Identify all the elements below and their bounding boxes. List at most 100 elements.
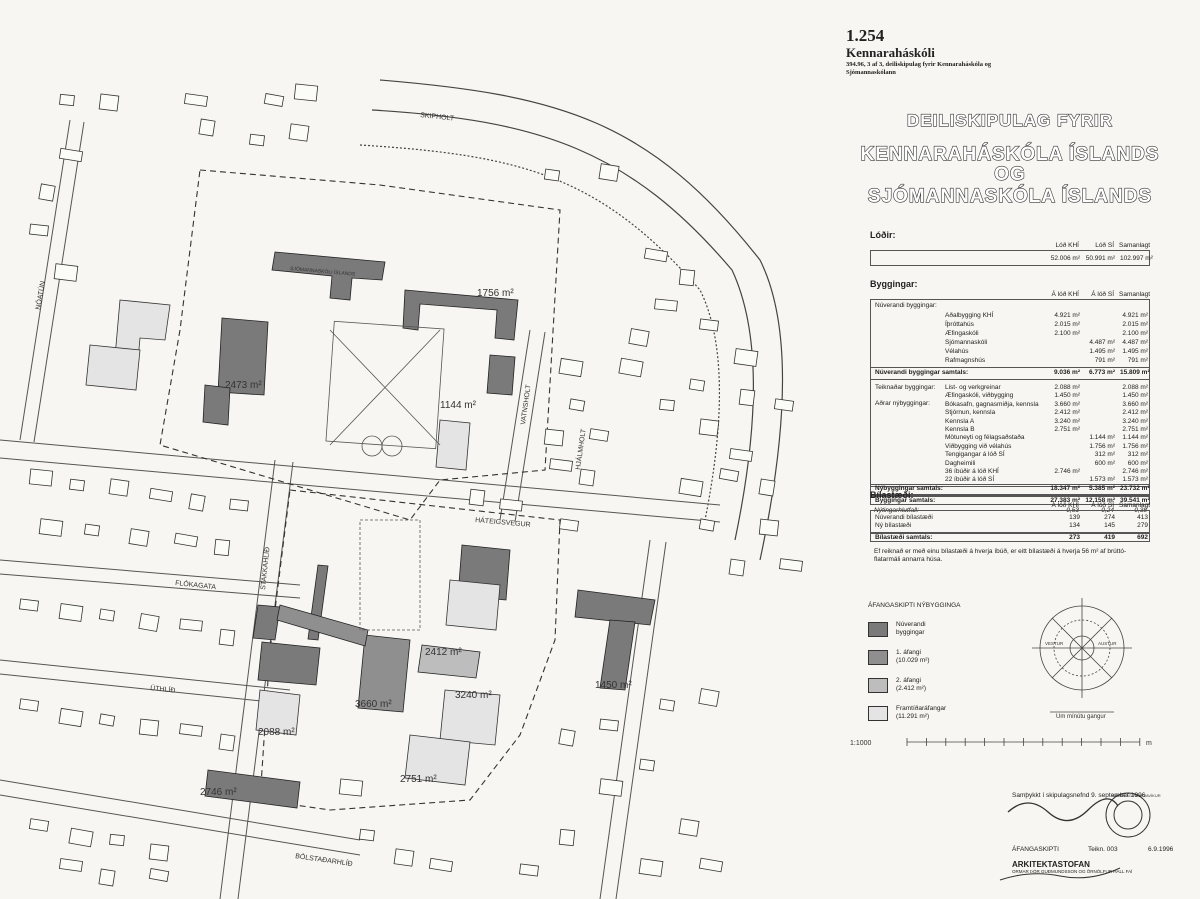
house	[188, 493, 206, 512]
cell: 18.347 m²	[1050, 485, 1080, 492]
cell: 145	[1104, 522, 1115, 529]
cell: 27.383 m²	[1050, 497, 1080, 504]
house	[263, 93, 285, 107]
legend-item-label: Framtíðaráfangar(11.291 m²)	[896, 705, 947, 720]
site-boundary	[159, 169, 561, 811]
house	[558, 828, 576, 847]
house	[468, 488, 486, 507]
grand-total-row: Byggingar samtals: 27.383 m² 12.158 m² 3…	[875, 497, 1150, 505]
firm-name: ARKITEKTASTOFAN	[1012, 860, 1090, 869]
house	[718, 468, 740, 482]
parking-heading: Bílastæði:	[870, 490, 914, 500]
house	[38, 183, 56, 202]
area-label: 3240 m²	[455, 690, 492, 701]
cell: 50.991 m²	[1085, 255, 1115, 262]
col-header: Samanlagt	[1119, 242, 1151, 249]
cell: 3.240 m²	[1054, 417, 1080, 425]
compass-west: VESTUR	[1045, 641, 1064, 646]
cell: 3.240 m²	[1122, 417, 1148, 425]
house	[558, 357, 584, 378]
col-header: Samanlagt	[1119, 502, 1151, 509]
cell: 134	[1069, 522, 1080, 529]
lots-table: 52.006 m² 50.991 m² 102.997 m²	[870, 250, 1153, 266]
house	[179, 723, 203, 737]
house	[698, 688, 720, 707]
other-label-row: Aðrar nýbyggingar:	[875, 400, 1145, 408]
house	[578, 468, 596, 487]
house	[138, 613, 160, 632]
row-label: Aðrar nýbyggingar:	[875, 400, 930, 407]
cell: 312 m²	[1127, 451, 1148, 459]
buildings-section: Byggingar: Á lóð KHÍ Á lóð SÍ Samanlagt …	[870, 279, 1150, 514]
cell: 2.751 m²	[1122, 426, 1148, 433]
house	[98, 608, 116, 622]
house	[598, 163, 620, 182]
row-label: Núverandi byggingar:	[875, 302, 937, 309]
scale-bar: 1:1000 m	[850, 738, 1152, 747]
house	[519, 863, 539, 877]
house	[58, 147, 84, 163]
house	[183, 93, 209, 107]
cell: 1.495 m²	[1089, 348, 1115, 355]
area-label: 1450 m²	[595, 680, 632, 691]
title-line-2: KENNARAHÁSKÓLA ÍSLANDS	[861, 143, 1160, 165]
cell: 12.158 m²	[1085, 497, 1115, 504]
row-label: Núverandi bílastæði	[875, 514, 933, 521]
house	[293, 83, 319, 102]
cell: 23.732 m²	[1120, 485, 1150, 492]
cell: 2.088 m²	[1054, 384, 1080, 391]
row-label: Dagheimili	[945, 459, 976, 467]
row-label: Aðalbygging KHÍ	[945, 312, 994, 319]
house	[109, 833, 125, 847]
house	[698, 857, 724, 873]
firm-partners: ORMAR ÞÓR GUÐMUNDSSON OG ÖRNÓLFUR HALL F…	[1012, 869, 1133, 874]
plan-title: DEILISKIPULAG FYRIR KENNARAHÁSKÓLA ÍSLAN…	[860, 110, 1160, 207]
row-label: 22 íbúðir á lóð SÍ	[945, 476, 995, 484]
house	[728, 558, 746, 577]
house	[98, 93, 120, 112]
house	[58, 707, 84, 728]
cell: 2.746 m²	[1122, 468, 1148, 475]
cell: 4.921 m²	[1122, 312, 1148, 319]
house	[659, 398, 675, 412]
cell: 2.088 m²	[1122, 384, 1148, 391]
legend-item-label: 2. áfangi(2.412 m²)	[896, 677, 926, 692]
cell: 1.450 m²	[1122, 392, 1148, 400]
cell: 312 m²	[1094, 451, 1115, 459]
house	[229, 498, 249, 512]
row-label: Æfingaskóli, viðbygging	[945, 392, 1014, 400]
row-label: 36 íbúðir á lóð KHÍ	[945, 468, 999, 475]
house	[53, 263, 79, 282]
phase2-buildings	[417, 644, 481, 679]
cell: 2.412 m²	[1054, 409, 1080, 417]
col-header: Á lóð KHÍ	[1051, 291, 1079, 298]
roads	[0, 119, 721, 899]
lots-column-headers: Lóð KHÍ Lóð SÍ Samanlagt	[874, 242, 1151, 250]
house	[38, 518, 64, 537]
house	[698, 518, 716, 532]
drawn-label-row: Teiknaðar byggingar:	[875, 384, 1145, 392]
house	[98, 868, 116, 887]
cell: 2.015 m²	[1054, 321, 1080, 328]
house	[218, 733, 236, 752]
house	[678, 268, 696, 287]
col-header: Á lóð KHÍ	[1051, 502, 1079, 509]
grand-total-box: Byggingar samtals: 27.383 m² 12.158 m² 3…	[870, 495, 1150, 505]
house	[148, 868, 170, 882]
house	[678, 818, 700, 837]
house	[588, 428, 610, 442]
legend-swatch	[868, 650, 888, 665]
title-line-4: SJÓMANNASKÓLA ÍSLANDS	[868, 185, 1152, 207]
cell: 1.450 m²	[1054, 392, 1080, 400]
row-label: Kennsla B	[945, 426, 975, 433]
house	[558, 728, 576, 747]
cell: 2.100 m²	[1122, 330, 1148, 337]
phase1-buildings	[276, 604, 411, 713]
parking-section: Bílastæði: Á lóð KHÍ Á lóð SÍ Samanlagt …	[870, 490, 1150, 590]
